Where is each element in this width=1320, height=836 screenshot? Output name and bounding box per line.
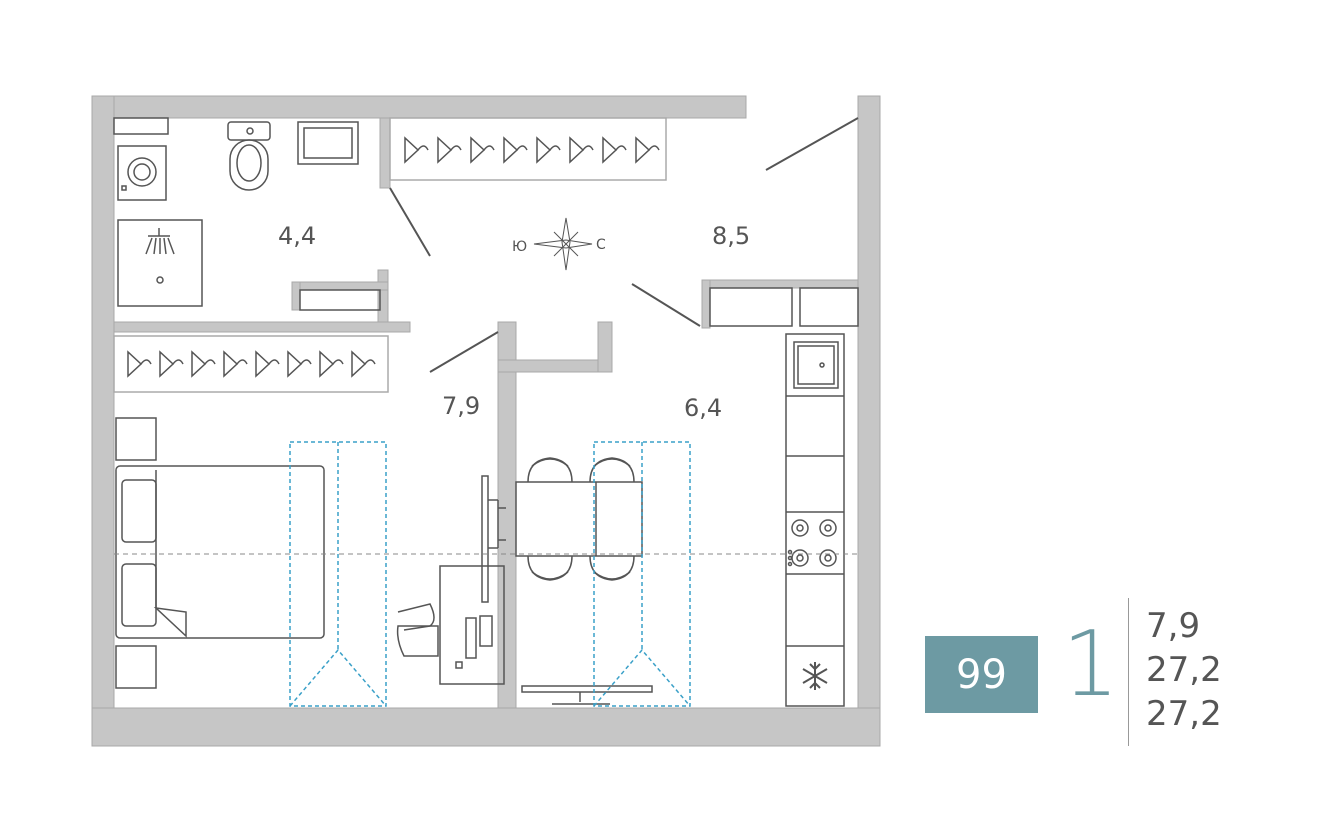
hanger-icon [569,136,594,164]
hanger-icon [191,350,216,378]
hanger-icon [319,350,344,378]
kitchen-area-label: 6,4 [684,394,722,422]
kitchen-sink-icon [793,341,839,389]
washing-machine-icon [117,145,167,201]
chair-icon [589,457,635,483]
outer-walls [91,95,881,747]
total-area-with-balcony: 27,2 [1146,694,1222,734]
hanger-icon [351,350,376,378]
tv-icon [481,475,506,603]
hanger-icon [223,350,248,378]
tv-stand-icon [521,685,653,705]
kitchen-furniture [515,333,845,707]
shelf-icon [299,289,381,311]
area-list: 7,9 27,2 27,2 [1146,604,1222,736]
hanger-icon [503,136,528,164]
toilet-icon [227,121,271,191]
bed-icon [115,465,325,639]
hanger-icon [602,136,627,164]
bedroom-area-label: 7,9 [442,392,480,420]
door-lines [389,117,859,373]
hanger-icon [635,136,660,164]
rooms-count: 1 [1062,612,1120,717]
hanger-icon [159,350,184,378]
hall-shelves [709,287,859,327]
hanger-icon [127,350,152,378]
clearance-zones [289,441,691,707]
floor-plan: Ю С [91,95,881,747]
apartment-number-badge: 99 [925,636,1038,713]
hanger-icon [404,136,429,164]
hanger-icon [255,350,280,378]
compass-north-label: С [596,237,606,253]
snowflake-icon [802,662,828,690]
hall-area-label: 8,5 [712,222,750,250]
wardrobe-bedroom [113,335,389,393]
chair-icon [527,457,573,483]
hanger-icon [287,350,312,378]
total-area: 27,2 [1146,650,1222,690]
sink-icon [297,121,359,165]
dining-table-icon [515,481,643,557]
chair-icon [589,555,635,581]
shower-icon [117,219,203,307]
desk-icon [439,565,505,685]
compass-south-label: Ю [512,239,527,255]
living-area: 7,9 [1146,606,1201,646]
chair-icon [527,555,573,581]
stove-icon [787,519,837,567]
area-divider [1128,598,1129,746]
hanger-icon [437,136,462,164]
interior-walls [113,117,859,709]
shelf-icon [113,117,169,135]
nightstand-icon [115,645,157,689]
kitchen-counter [785,333,845,707]
bedroom-furniture [115,417,506,689]
bathroom-area-label: 4,4 [278,222,316,250]
compass-icon [533,217,593,271]
hanger-icon [470,136,495,164]
nightstand-icon [115,417,157,461]
wardrobe-top [389,117,667,181]
chair-icon [396,603,439,657]
hanger-icon [536,136,561,164]
bathroom-fixtures [113,117,381,311]
